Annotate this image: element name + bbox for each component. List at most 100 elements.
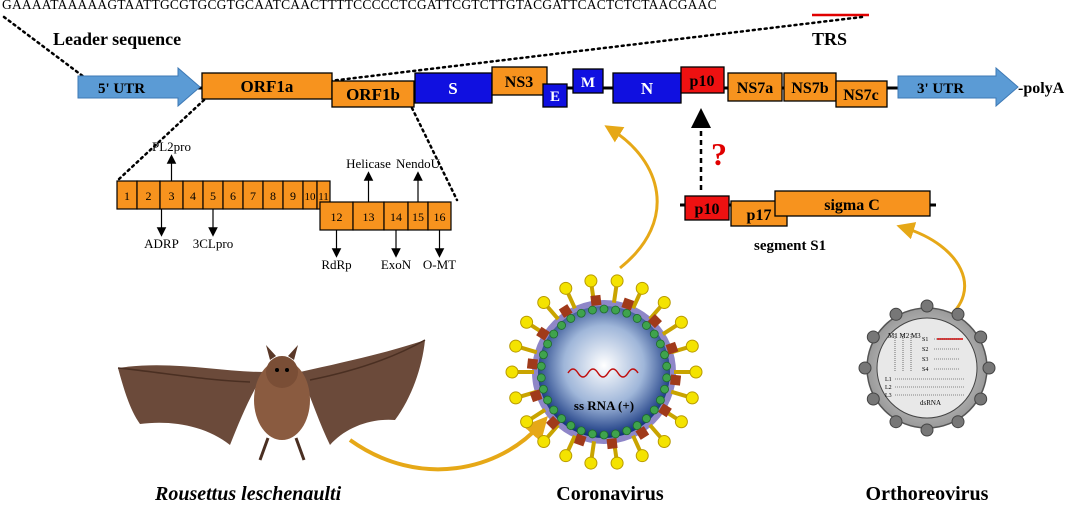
segment-s1-label: segment S1	[754, 238, 826, 254]
spike-protein	[584, 274, 598, 288]
utr5-label: 5' UTR	[98, 81, 145, 97]
reo-m-segments: M1 M2 M3	[888, 332, 921, 340]
spike-protein	[635, 449, 649, 463]
membrane-protein	[526, 358, 538, 370]
spike-protein	[559, 281, 573, 295]
leader-dotted-line	[2, 15, 90, 82]
spike-protein	[520, 315, 534, 329]
nsp-2-label: 2	[146, 189, 152, 203]
spike-stalk	[544, 304, 560, 321]
nucleocapsid-bead	[549, 329, 559, 339]
ns3-label: NS3	[505, 74, 533, 91]
n-label: N	[641, 79, 654, 98]
spike-stalk	[631, 434, 643, 453]
nsp-9-label: 9	[290, 189, 296, 203]
orthoreovirus-to-s1-arrow	[896, 222, 966, 322]
nendou-label: NendoU	[396, 156, 441, 171]
nucleocapsid-bead	[642, 321, 651, 330]
spike-stalk	[565, 291, 577, 310]
reo-capsid-knob	[866, 392, 880, 406]
spike-stalk	[589, 441, 597, 460]
nsp-10-label: 10	[305, 191, 317, 203]
ns7a-label: NS7a	[737, 80, 773, 97]
dsrna-label: dsRNA	[920, 399, 941, 407]
nsp-13-label: 13	[363, 210, 375, 224]
nsp-7-label: 7	[250, 189, 256, 203]
coronavirus-particle	[505, 274, 703, 470]
question-mark: ?	[711, 136, 727, 172]
reo-seg-S1: S1	[922, 337, 928, 343]
reo-capsid-knob	[974, 392, 988, 406]
spike-protein	[635, 281, 649, 295]
nsp-3-label: 3	[169, 189, 175, 203]
nsp-12-label: 12	[331, 210, 343, 224]
spike-protein	[685, 339, 699, 353]
species-label: Rousettus leschenaulti	[154, 483, 342, 505]
utr3-label: 3' UTR	[917, 81, 964, 97]
membrane-protein	[536, 326, 550, 341]
nucleocapsid-bead	[622, 308, 632, 318]
nucleocapsid-bead	[539, 384, 548, 394]
nsp-5-label: 5	[210, 189, 216, 203]
s1-sigmac-box	[774, 190, 931, 217]
membrane-protein	[665, 341, 679, 355]
spike-protein	[674, 315, 688, 329]
m-box	[572, 68, 604, 94]
ns7c-box	[835, 80, 888, 108]
reo-seg-L1: L1	[885, 377, 892, 383]
membrane-protein	[573, 433, 587, 447]
nucleocapsid-bead	[622, 426, 632, 436]
reo-capsid-knob	[982, 361, 996, 375]
ns7a-box	[727, 72, 783, 102]
reo-capsid-knob	[920, 423, 934, 437]
s1-sigmac-label: sigma C	[824, 197, 880, 214]
reo-seg-L3: L3	[885, 393, 892, 399]
e-box	[542, 83, 568, 108]
nucleocapsid-bead	[576, 426, 586, 436]
m-label: M	[581, 75, 595, 91]
coronavirus-rna	[567, 368, 639, 378]
ns7b-label: NS7b	[791, 80, 828, 97]
membrane-protein	[606, 438, 618, 450]
nucleocapsid-bead	[611, 305, 620, 315]
orf1b-box	[331, 80, 415, 108]
spike-stalk	[661, 322, 680, 336]
spike-protein	[657, 435, 671, 449]
clpro-label: 3CLpro	[193, 236, 233, 251]
reo-capsid-knob	[889, 415, 903, 429]
spike-protein	[509, 339, 523, 353]
spike-protein	[689, 365, 703, 379]
nucleocapsid-bead	[566, 421, 576, 430]
nucleocapsid-bead	[632, 314, 642, 323]
nucleocapsid-bead	[655, 339, 665, 349]
ssrna-label: ss RNA (+)	[574, 398, 634, 413]
reo-capsid-knob	[951, 415, 965, 429]
nucleocapsid-bead	[566, 314, 576, 323]
reo-seg-L2: L2	[885, 385, 892, 391]
utr3-arrow	[897, 66, 1019, 108]
orthoreovirus-particle	[858, 299, 996, 437]
nsp-14-label: 14	[390, 210, 402, 224]
nucleocapsid-bead	[649, 405, 659, 415]
p10-label: p10	[690, 73, 715, 90]
orf1b-label: ORF1b	[346, 85, 400, 104]
spike-protein	[685, 391, 699, 405]
spike-protein	[610, 274, 624, 288]
reo-capsid-knob	[889, 307, 903, 321]
s1-p10-label: p10	[695, 201, 720, 218]
orf1a-dotted-line	[116, 98, 206, 182]
nucleocapsid-bead	[662, 361, 672, 371]
nucleocapsid-bead	[655, 395, 665, 405]
membrane-protein	[670, 374, 682, 386]
reo-capsid-knob	[866, 330, 880, 344]
spike-protein	[610, 456, 624, 470]
nucleocapsid-bead	[588, 305, 597, 315]
membrane-protein	[635, 426, 650, 440]
spike-stalk	[631, 291, 643, 310]
membrane-protein	[529, 389, 543, 403]
nsp-4-label: 4	[190, 189, 196, 203]
nucleocapsid-bead	[599, 430, 609, 440]
